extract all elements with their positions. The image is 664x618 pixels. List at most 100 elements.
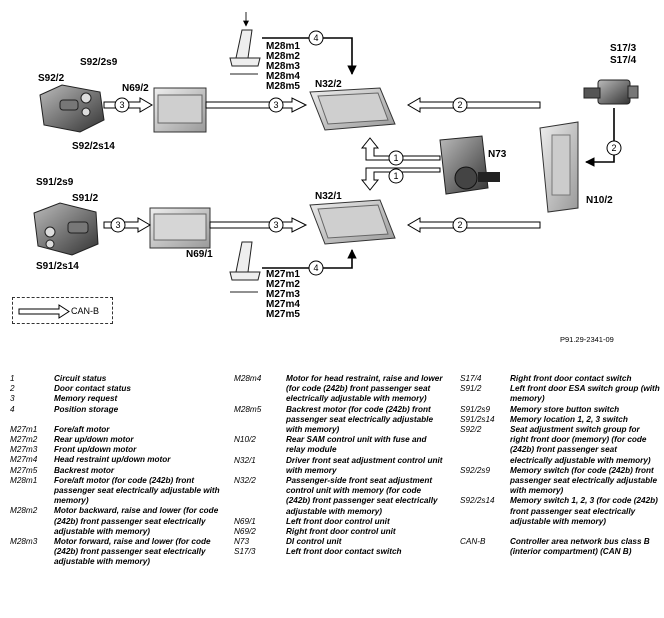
- legend-value: Right front door control unit: [286, 527, 396, 537]
- legend-value: Memory location 1, 2, 3 switch: [510, 414, 628, 424]
- legend-key: M28m5: [234, 404, 262, 414]
- circle-c3-b: 3: [268, 97, 284, 113]
- label-m28m4: M28m4: [266, 71, 300, 82]
- diagram-graphics: 4 3 3 2 2 1 1 3 3 2 4: [33, 12, 639, 293]
- legend-entry: M28m2 Motor backward, raise and lower (fo…: [10, 506, 220, 537]
- label-m28-list: M28m1 M28m2 M28m3 M28m4 M28m5: [266, 42, 300, 92]
- legend-key: N10/2: [234, 435, 256, 445]
- label-s91-2s14: S91/2s14: [36, 261, 79, 272]
- legend-value: Left front door control unit: [286, 516, 390, 526]
- switch-group-s91-2-icon: [33, 202, 99, 256]
- legend-key: CAN-B: [460, 537, 486, 547]
- circle-c2-top: 2: [452, 97, 468, 113]
- legend-key: M28m1: [10, 475, 38, 485]
- legend-value: Left front door contact switch: [286, 547, 402, 557]
- seat-m28-icon: [229, 12, 261, 75]
- legend-key: S91/2s14: [460, 414, 495, 424]
- door-contact-switch-icon: [583, 79, 639, 105]
- label-n73: N73: [488, 149, 507, 160]
- legend-entry: 3 Memory request: [10, 394, 220, 404]
- legend-value: Head restraint up/down motor: [54, 455, 171, 465]
- legend-key: S92/2: [460, 425, 482, 435]
- legend-value: Fore/aft motor: [54, 424, 110, 434]
- legend-value: Memory store button switch: [510, 404, 620, 414]
- legend-value: Fore/aft motor (for code (242b) front pa…: [54, 475, 220, 506]
- legend-value: Front up/down motor: [54, 445, 137, 455]
- legend-value: Controller area network bus class B (int…: [510, 537, 650, 557]
- legend-value: Passenger-side front seat adjustment con…: [286, 476, 438, 516]
- n32-2-module-icon: [309, 87, 396, 131]
- switch-group-s92-2-icon: [39, 84, 105, 133]
- label-m27m4: M27m4: [266, 299, 300, 310]
- svg-text:3: 3: [273, 220, 278, 230]
- label-m28m3: M28m3: [266, 61, 300, 72]
- legend-value: Backrest motor: [54, 465, 115, 475]
- legend-key: 2: [10, 384, 15, 394]
- n69-1-module-icon: [149, 207, 211, 249]
- legend-value: Circuit status: [54, 374, 107, 383]
- legend-value: Rear SAM control unit with fuse and rela…: [286, 435, 427, 455]
- legend-key: S92/2s9: [460, 465, 491, 475]
- legend-key: M27m5: [10, 465, 38, 475]
- label-s91-2s9: S91/2s9: [36, 177, 74, 188]
- legend-entry: N69/1 Left front door control unit: [234, 517, 444, 527]
- label-n32-1: N32/1: [315, 191, 342, 202]
- label-s92-2s14: S92/2s14: [72, 141, 115, 152]
- svg-text:2: 2: [457, 220, 462, 230]
- circle-c4-bottom: 4: [308, 260, 324, 276]
- line-seat-m28-to-n32-2: [262, 37, 357, 75]
- legend-key: 3: [10, 394, 15, 404]
- legend-value: Left front door ESA switch group (with m…: [510, 384, 660, 404]
- arrow-n10-to-n32-1: [407, 217, 541, 233]
- legend-value: Driver front seat adjustment control uni…: [286, 455, 443, 475]
- legend-value: Motor backward, raise and lower (for cod…: [54, 506, 219, 536]
- legend-key: N69/1: [234, 516, 256, 526]
- legend-key: N32/2: [234, 476, 256, 486]
- label-m27m1: M27m1: [266, 269, 300, 280]
- legend-value: Seat adjustment switch group for right f…: [510, 425, 651, 465]
- legend-entry: [460, 527, 660, 537]
- legend-value: Memory request: [54, 394, 118, 404]
- legend-entry: [10, 415, 220, 425]
- n73-ignition-icon: [439, 135, 500, 195]
- circle-c2-right: 2: [606, 140, 622, 156]
- legend-entry: N10/2 Rear SAM control unit with fuse and…: [234, 435, 444, 455]
- legend-key: M27m3: [10, 445, 38, 455]
- svg-text:2: 2: [611, 143, 616, 153]
- svg-text:4: 4: [313, 263, 318, 273]
- svg-text:3: 3: [119, 100, 124, 110]
- label-m27m3: M27m3: [266, 289, 300, 300]
- legend-key: M27m1: [10, 424, 38, 434]
- svg-text:4: 4: [313, 33, 318, 43]
- circle-c2-bottom: 2: [452, 217, 468, 233]
- legend-value: Rear up/down motor: [54, 435, 134, 445]
- legend-value: Right front door contact switch: [510, 374, 632, 383]
- legend-value: Motor for head restraint, raise and lowe…: [286, 374, 443, 404]
- line-s17-to-n10: [585, 108, 615, 167]
- legend-key: M27m4: [10, 455, 38, 465]
- label-s17-3: S17/3: [610, 43, 637, 54]
- circle-c1-b: 1: [388, 168, 404, 184]
- legend-entry: N32/2 Passenger-side front seat adjustmen…: [234, 476, 444, 517]
- n10-2-module-icon: [539, 121, 579, 213]
- label-m28m1: M28m1: [266, 41, 300, 52]
- label-m27-list: M27m1 M27m2 M27m3 M27m4 M27m5: [266, 270, 300, 320]
- legend-entry: M28m1 Fore/aft motor (for code (242b) fro…: [10, 476, 220, 507]
- legend-entry: M27m1 Fore/aft motor: [10, 425, 220, 435]
- legend-key: M28m2: [10, 506, 38, 516]
- label-m28m2: M28m2: [266, 51, 300, 62]
- legend-entry: S91/2s14 Memory location 1, 2, 3 switch: [460, 415, 660, 425]
- seat-m27-icon: [229, 241, 261, 293]
- legend-entry: M27m3 Front up/down motor: [10, 445, 220, 455]
- label-n32-2: N32/2: [315, 79, 342, 90]
